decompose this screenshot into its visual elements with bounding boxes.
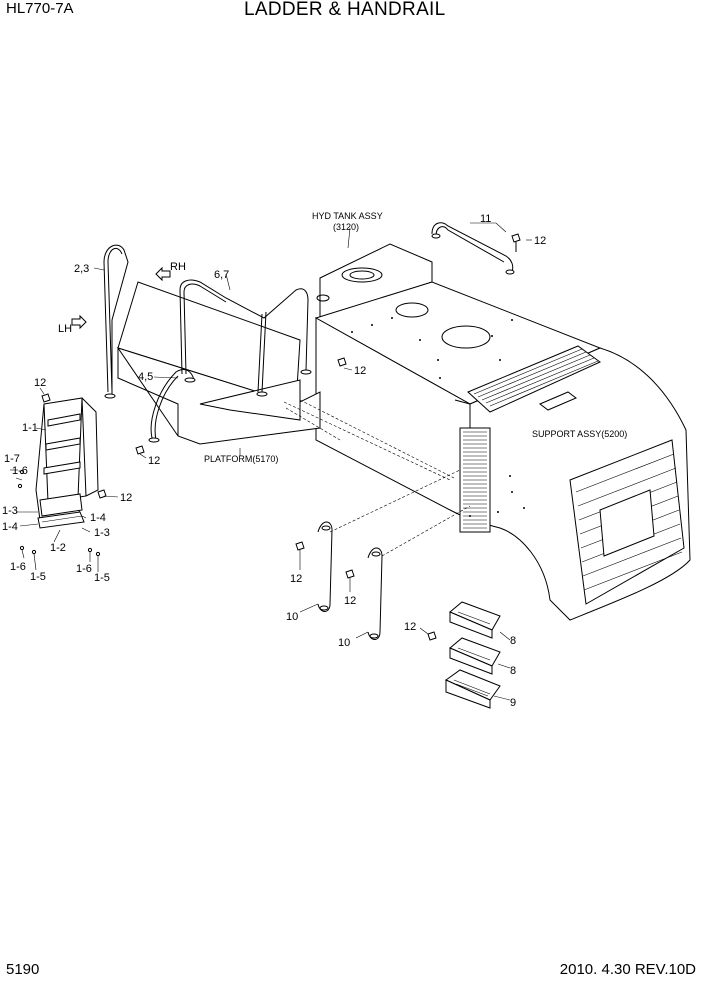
rh-label: RH (170, 261, 186, 273)
platform-label: PLATFORM(5170) (204, 454, 278, 464)
handrail-2-3 (103, 244, 129, 399)
lh-label: LH (58, 323, 72, 335)
callout-9: 9 (510, 697, 516, 709)
step-8b (449, 637, 501, 675)
step-9 (445, 669, 501, 709)
callout-1-6-left: 1-6 (10, 561, 26, 573)
hyd-tank-label: HYD TANK ASSY (312, 211, 383, 221)
callout-2-3: 2,3 (74, 263, 89, 275)
revision-date: 2010. 4.30 REV.10D (559, 961, 696, 978)
hood-assembly (314, 243, 691, 621)
grab-handle-10b (367, 547, 383, 640)
callout-1-5-right: 1-5 (94, 572, 110, 584)
callout-8-upper: 8 (510, 635, 516, 647)
callout-1-6-upper: 1-6 (12, 465, 28, 477)
support-assy-label: SUPPORT ASSY(5200) (532, 429, 627, 439)
callout-6-7: 6,7 (214, 269, 229, 281)
callout-12-handle-1: 12 (290, 573, 302, 585)
platform-5170 (116, 281, 455, 481)
callout-10-upper: 10 (286, 611, 298, 623)
callout-12-handle-2: 12 (344, 595, 356, 607)
callout-1-5-left: 1-5 (30, 571, 46, 583)
handrail-6-7 (179, 279, 312, 397)
ladder-1-1 (35, 397, 99, 529)
callout-8-lower: 8 (510, 665, 516, 677)
callout-12-ladder-bottom: 12 (120, 492, 132, 504)
callout-1-4-left: 1-4 (2, 521, 18, 533)
callout-11: 11 (480, 213, 491, 225)
callout-12-handrail-4-5: 12 (148, 455, 160, 467)
hyd-tank-ref: (3120) (333, 222, 359, 232)
callout-1-3-right: 1-3 (94, 527, 110, 539)
callout-12-tank: 12 (534, 235, 546, 247)
model-number: HL770-7A (6, 0, 74, 17)
callout-12-step: 12 (404, 621, 416, 633)
callout-12-platform: 12 (354, 365, 366, 377)
lh-arrow-icon (71, 314, 87, 330)
callout-1-7: 1-7 (4, 453, 20, 465)
grab-handle-10a (317, 521, 333, 612)
callout-1-4-right: 1-4 (90, 512, 106, 524)
callout-1-3-left: 1-3 (2, 505, 18, 517)
page-number: 5190 (6, 961, 40, 978)
callout-12-ladder-top: 12 (34, 377, 46, 389)
callout-1-2: 1-2 (50, 542, 66, 554)
leader-lines (10, 222, 532, 701)
callout-10-lower: 10 (338, 637, 350, 649)
hood-mounting-dots (351, 317, 525, 517)
callout-1-6-right: 1-6 (76, 563, 92, 575)
page-title: LADDER & HANDRAIL (244, 0, 446, 20)
handrail-11 (431, 222, 515, 275)
handrail-4-5 (148, 369, 196, 443)
step-8a (449, 601, 501, 639)
rh-arrow-icon (155, 266, 171, 282)
side-grille-dots (463, 431, 487, 529)
callout-4-5: 4,5 (138, 371, 153, 383)
callout-1-1: 1-1 (22, 422, 38, 434)
bolt-icon (17, 233, 521, 641)
